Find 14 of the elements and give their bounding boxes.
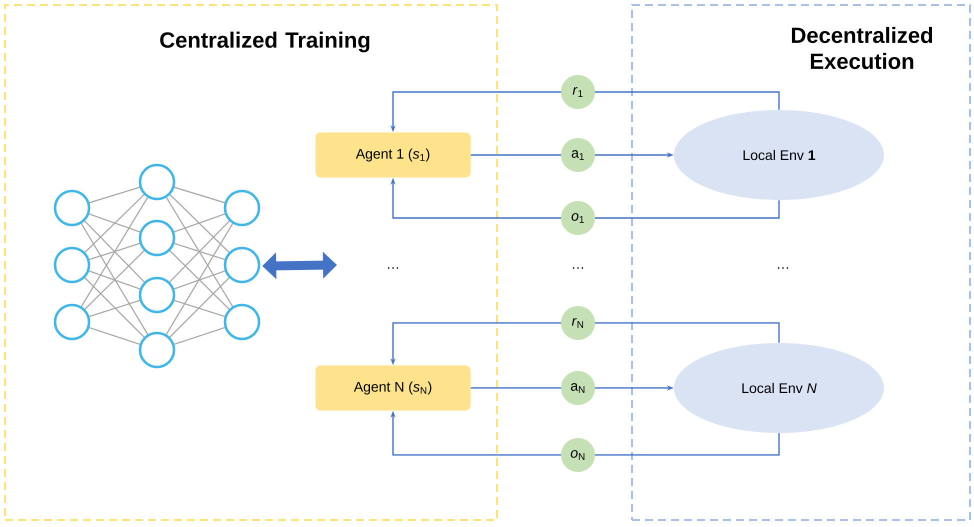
region-title: Centralized Training (160, 32, 370, 52)
edge-label: o$_{N}$ (561, 438, 595, 472)
edge-label: o$_{1}$ (561, 201, 595, 235)
ellipsis: … (778, 267, 788, 269)
ellipsis: … (572, 267, 584, 269)
agent-box: Agent 1 (s$_{1}$) (316, 132, 470, 178)
region-title: Decentralized Execution (792, 26, 932, 70)
edge-label: a$_{N}$ (561, 370, 595, 405)
ellipsis: … (388, 267, 398, 269)
agent-box: Agent N (s$_{N}$) (316, 366, 470, 410)
edge-label: r$_{N}$ (561, 306, 595, 340)
edge-label: a$_{1}$ (561, 138, 595, 172)
edge-label: r$_{1}$ (561, 75, 595, 109)
neural-network-drawing (54, 164, 260, 368)
